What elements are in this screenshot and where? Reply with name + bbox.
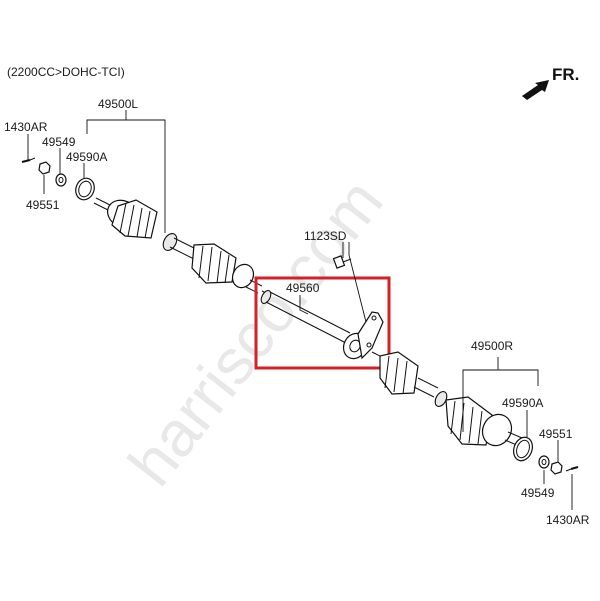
label-shaft-left: 49500L [98,97,138,111]
left-cotter-pin [21,157,36,163]
label-washer-left: 49549 [42,135,76,149]
label-shaft-right: 49500R [471,339,513,353]
front-arrow-icon [522,80,549,100]
intermediate-shaft [260,289,384,360]
left-washer [55,173,67,187]
left-tone-ring [75,177,95,201]
label-nut-left: 49551 [26,198,60,212]
right-drive-shaft [371,351,523,447]
highlight-box [254,276,391,370]
left-hub-nut [38,161,51,175]
label-bolt: 1123SD [304,229,347,243]
label-cotter-pin-left: 1430AR [4,120,48,134]
engine-note: (2200CC>DOHC-TCI) [7,65,125,79]
right-tone-ring [512,436,534,462]
front-label: FR. [552,65,579,84]
label-nut-right: 49551 [539,427,573,441]
label-intermediate-shaft: 49560 [286,281,320,295]
left-drive-shaft [93,197,263,294]
label-ring-left: 49590A [66,150,107,164]
right-cotter-pin [565,466,579,472]
right-washer [538,455,550,469]
label-washer-right: 49549 [521,486,555,500]
label-ring-right: 49590A [502,396,543,410]
front-direction-indicator: FR. [522,65,579,100]
right-hub-nut [550,461,563,475]
label-cotter-pin-right: 1430AR [546,513,590,527]
bracket-bolt [332,255,352,269]
